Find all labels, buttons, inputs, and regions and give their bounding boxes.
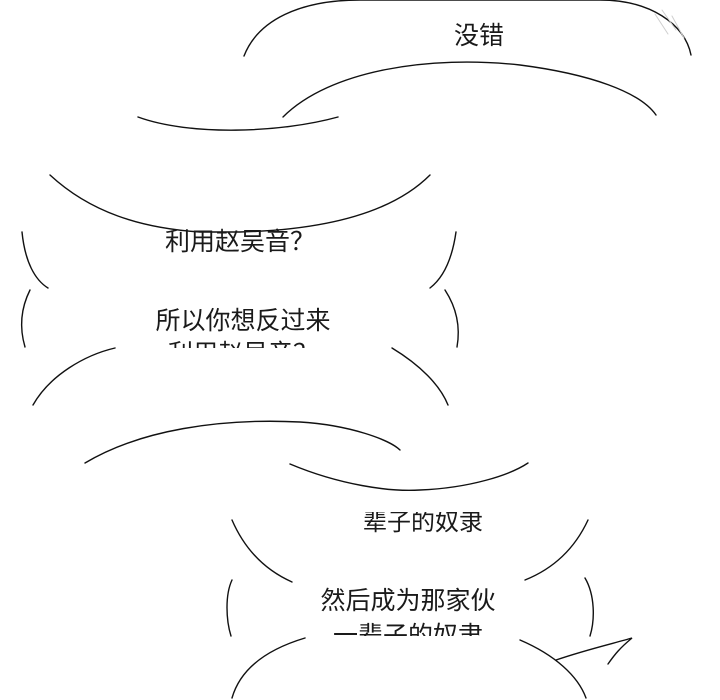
speech-bubble-outline [21,231,49,289]
comic-panel-2: 利用赵吴音？ 所以你想反过来 利用赵吴音？ [21,174,459,368]
speech-bubble-outline [429,231,457,289]
speech-bubble-outline [49,174,431,233]
comic-panel-1: 没错 [137,0,692,131]
speech-text-cut-bottom: 利用赵吴音？ [168,339,318,368]
speech-bubble-outline [391,347,449,406]
speech-text-cut-top: 利用赵吴音？ [165,227,315,256]
comic-panel-3: 辈子的奴隶 然后成为那家伙 一辈子的奴隶 [32,347,633,699]
speech-bubble-outline [519,639,587,699]
speech-bubble-outline [21,289,31,348]
speech-bubble-outline [243,0,692,57]
speech-bubble-outline [137,116,339,131]
speech-bubble-outline [226,579,233,637]
speech-text-cut-bottom: 一辈子的奴隶 [333,621,483,650]
speech-text-cut-top: 辈子的奴隶 [363,508,483,536]
speech-bubble-outline [282,61,657,118]
speech-text: 然后成为那家伙 [320,586,495,615]
speech-bubble-tail [555,637,633,665]
speech-bubble-outline [289,462,529,492]
speech-bubble-outline [444,289,459,348]
speech-bubble-outline [32,347,116,406]
speech-text: 所以你想反过来 [155,306,330,335]
background-sketch [654,9,685,39]
speech-bubble-outline [584,577,594,637]
speech-text: 没错 [454,21,504,50]
speech-bubble-outline [231,519,293,583]
speech-bubble-outline [231,637,306,699]
speech-bubble-outline [84,420,401,464]
speech-bubble-outline [524,519,589,581]
